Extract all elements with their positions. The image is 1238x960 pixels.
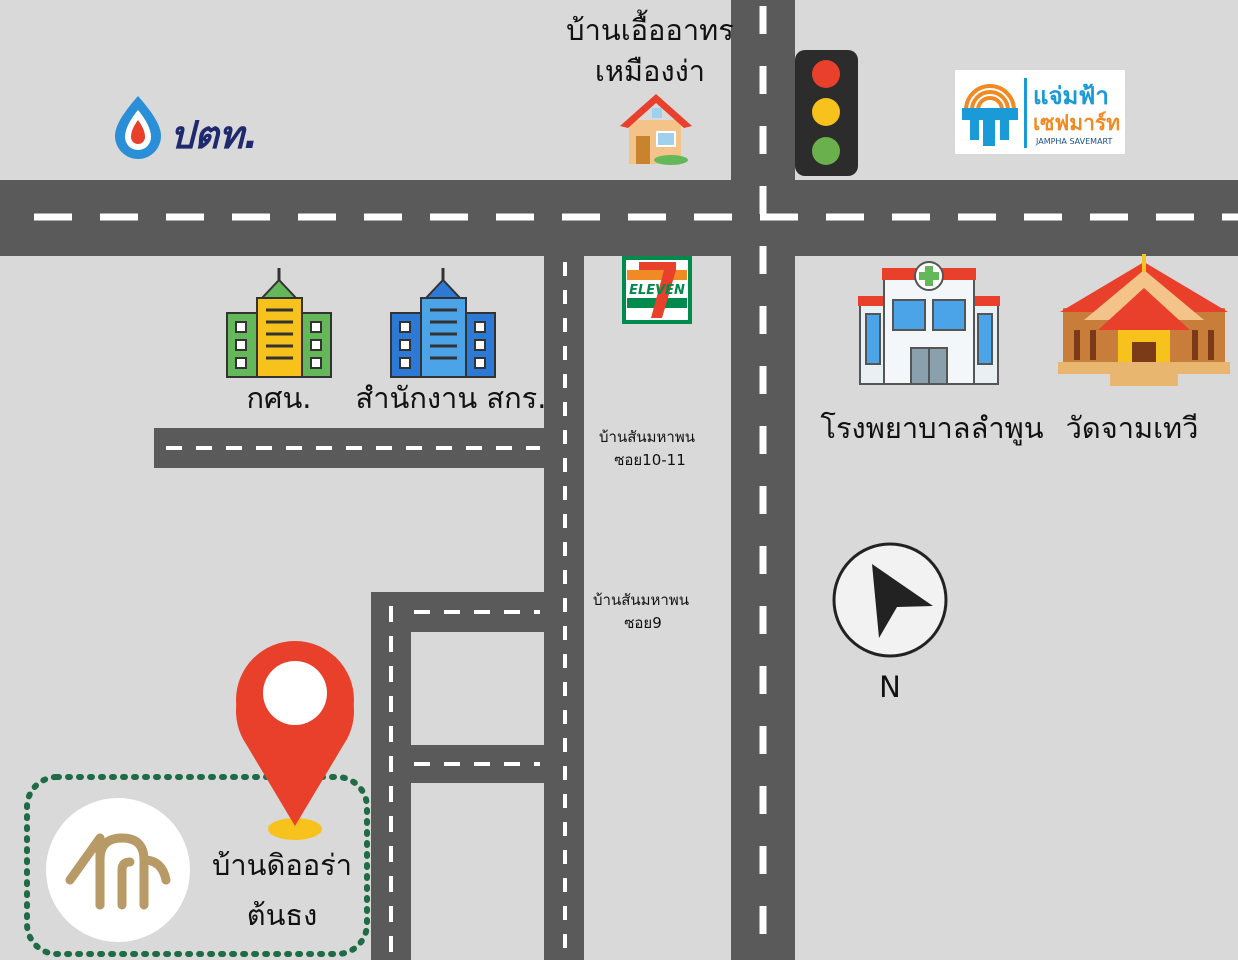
kor-sor-nor-label: กศน. (246, 381, 311, 415)
soi-9-label-line1: บ้านสันมหาพน (593, 591, 689, 609)
ptt-brand-text: ปตท. (170, 113, 258, 157)
soi-10-11-label-line1: บ้านสันมหาพน (599, 428, 695, 446)
soi-10-11-label-line2: ซอย10-11 (614, 451, 686, 469)
destination-vertical-road (371, 592, 411, 960)
house-icon (620, 94, 692, 165)
green-building-icon (226, 268, 332, 378)
traffic-light-icon (795, 50, 858, 176)
hospital-icon (858, 261, 1000, 385)
north-arrow-icon (832, 542, 948, 658)
guesthouse-label-line2: เหมืองง่า (595, 54, 705, 88)
seven-eleven-logo-icon: ELEVEN (622, 256, 692, 324)
ptt-logo-icon: ปตท. (115, 96, 258, 159)
north-label: N (879, 670, 901, 704)
blue-building-icon (390, 268, 496, 378)
temple-icon (1058, 254, 1230, 386)
diora-logo-icon (46, 798, 190, 942)
hospital-label: โรงพยาบาลลำพูน (820, 411, 1043, 446)
destination-dotted-border (24, 774, 370, 957)
sakorn-office-label: สำนักงาน สกร. (356, 381, 547, 415)
location-pin-icon (236, 641, 354, 840)
temple-label: วัดจามเทวี (1066, 411, 1199, 445)
seven-eleven-brand-text: ELEVEN (629, 283, 685, 298)
soi-9-label-line2: ซอย9 (624, 614, 662, 632)
guesthouse-label-line1: บ้านเอื้ออาทร (566, 9, 734, 47)
lane-markings (34, 6, 1238, 960)
jampha-brand-line1: แจ่มฟ้า (1033, 82, 1109, 110)
destination-label-line2: ต้นธง (247, 898, 318, 932)
destination-label-line1: บ้านดิออร่า (212, 848, 352, 882)
jampha-savemart-logo-icon: แจ่มฟ้า เซฟมาร์ท JAMPHA SAVEMART (955, 70, 1125, 154)
jampha-brand-en: JAMPHA SAVEMART (1035, 137, 1113, 146)
jampha-brand-line2: เซฟมาร์ท (1033, 111, 1120, 135)
